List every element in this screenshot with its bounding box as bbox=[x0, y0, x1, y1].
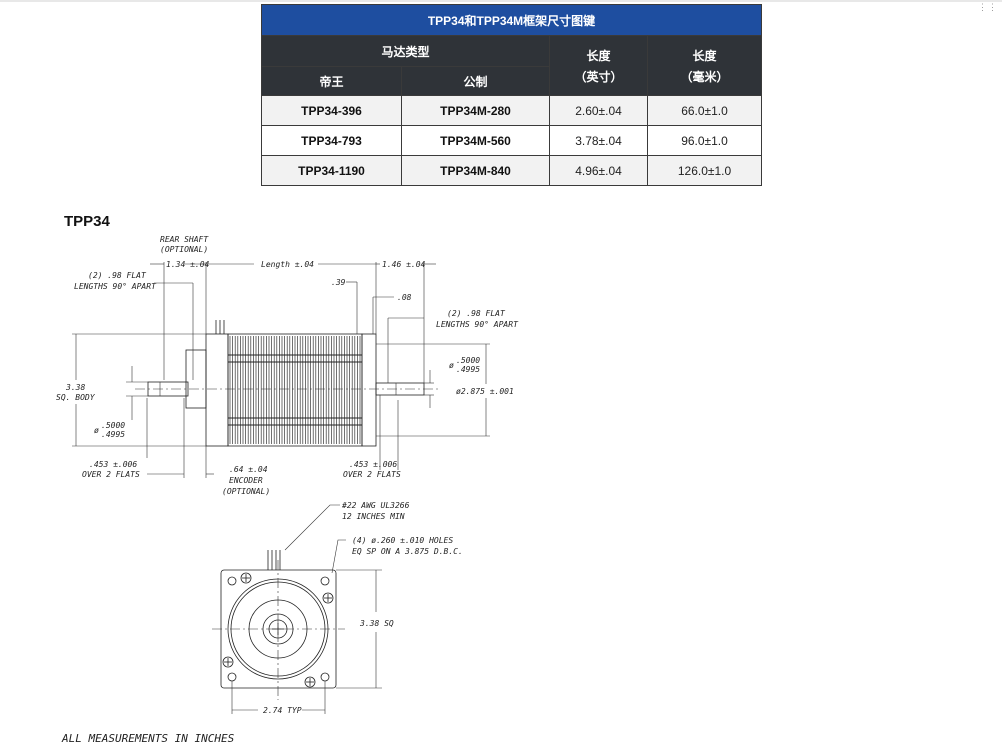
more-icon[interactable]: ⋮⋮ bbox=[978, 2, 998, 12]
front-labels: #22 AWG UL3266 12 INCHES MIN (4) ø.260 ±… bbox=[263, 501, 463, 715]
length-mm-unit: （毫米） bbox=[680, 69, 729, 84]
rear-end-cap bbox=[205, 333, 229, 447]
cooling-fins bbox=[228, 336, 362, 444]
imperial-cell: TPP34-396 bbox=[261, 95, 402, 126]
shaft-dia-left-max: .5000 bbox=[101, 421, 125, 430]
table-row: TPP34-1190 TPP34M-840 4.96±.04 126.0±1.0 bbox=[261, 155, 762, 186]
screw-icon bbox=[304, 676, 316, 688]
flats-right-line2: OVER 2 FLATS bbox=[343, 470, 401, 479]
metric-cell: TPP34M-560 bbox=[401, 125, 550, 156]
top-border bbox=[0, 0, 1002, 2]
side-labels: REAR SHAFT (OPTIONAL) 1.34 ±.04 Length ±… bbox=[56, 235, 519, 496]
length-inch-unit: （英寸） bbox=[574, 69, 623, 84]
imperial-cell: TPP34-1190 bbox=[261, 155, 402, 186]
inch-cell: 4.96±.04 bbox=[549, 155, 648, 186]
length-mm-label: 长度 bbox=[692, 48, 717, 63]
mounting-hole bbox=[320, 672, 330, 682]
dim-08-label: .08 bbox=[397, 293, 412, 302]
flat-left-line1: (2) .98 FLAT bbox=[88, 271, 147, 280]
encoder-optional: (OPTIONAL) bbox=[222, 487, 270, 496]
holes-line2: EQ SP ON A 3.875 D.B.C. bbox=[352, 547, 463, 556]
flats-left-line2: OVER 2 FLATS bbox=[82, 470, 140, 479]
screw-icon bbox=[240, 572, 252, 584]
flat-right-line1: (2) .98 FLAT bbox=[447, 309, 506, 318]
body-size-line1: 3.38 bbox=[65, 383, 85, 392]
mounting-hole bbox=[227, 672, 237, 682]
footer-note: ALL MEASUREMENTS IN INCHES bbox=[62, 732, 235, 745]
flats-right-line1: .453 ±.006 bbox=[349, 460, 397, 469]
shaft-dia-left-min: .4995 bbox=[101, 430, 125, 439]
wire-gauge-line2: 12 INCHES MIN bbox=[342, 512, 405, 521]
shaft-dia-right-max: .5000 bbox=[456, 356, 480, 365]
flat-left-line2: LENGTHS 90° APART bbox=[74, 282, 157, 291]
rear-shaft-optional: (OPTIONAL) bbox=[160, 245, 208, 254]
metric-header: 公制 bbox=[401, 66, 550, 96]
frame-dimension-table: TPP34和TPP34M框架尺寸图键 马达类型 长度 （英寸） 长度 （毫米） … bbox=[261, 4, 762, 186]
front-length-label: 1.46 ±.04 bbox=[382, 260, 426, 269]
screw-icon bbox=[222, 656, 234, 668]
shaft-dia-right-min: .4995 bbox=[456, 365, 480, 374]
length-mm-header: 长度 （毫米） bbox=[647, 35, 762, 96]
rear-length-label: 1.34 ±.04 bbox=[166, 260, 210, 269]
typ-label: 2.74 TYP bbox=[263, 706, 302, 715]
pilot-dia-label: ø2.875 ±.001 bbox=[456, 387, 514, 396]
front-dimensions bbox=[231, 504, 382, 714]
square-size-label: 3.38 SQ bbox=[359, 619, 394, 628]
motor-side-view bbox=[135, 320, 438, 447]
flats-left-line1: .453 ±.006 bbox=[89, 460, 137, 469]
body-size-line2: SQ. BODY bbox=[56, 393, 96, 402]
inch-cell: 2.60±.04 bbox=[549, 95, 648, 126]
length-inch-header: 长度 （英寸） bbox=[549, 35, 648, 96]
encoder-length-label: .64 ±.04 bbox=[229, 465, 268, 474]
metric-cell: TPP34M-280 bbox=[401, 95, 550, 126]
screw-icon bbox=[322, 592, 334, 604]
mm-cell: 126.0±1.0 bbox=[647, 155, 762, 186]
wire-gauge-line1: #22 AWG UL3266 bbox=[341, 501, 410, 510]
flat-right-line2: LENGTHS 90° APART bbox=[436, 320, 519, 329]
table-row: TPP34-396 TPP34M-280 2.60±.04 66.0±1.0 bbox=[261, 95, 762, 126]
mounting-hole bbox=[320, 576, 330, 586]
motor-front-view bbox=[212, 550, 345, 700]
length-label: Length ±.04 bbox=[261, 260, 314, 269]
encoder-label: ENCODER bbox=[229, 476, 263, 485]
imperial-header: 帝王 bbox=[261, 66, 402, 96]
dim-39-label: .39 bbox=[331, 278, 346, 287]
section-title: TPP34 bbox=[64, 213, 110, 230]
encoder-housing bbox=[185, 349, 207, 409]
mm-cell: 96.0±1.0 bbox=[647, 125, 762, 156]
front-end-cap bbox=[361, 333, 377, 447]
holes-line1: (4) ø.260 ±.010 HOLES bbox=[352, 536, 453, 545]
inch-cell: 3.78±.04 bbox=[549, 125, 648, 156]
side-dimensions bbox=[72, 262, 490, 478]
mounting-hole bbox=[227, 576, 237, 586]
metric-cell: TPP34M-840 bbox=[401, 155, 550, 186]
shaft-dia-symbol-left: ø bbox=[94, 426, 99, 435]
rear-shaft-label: REAR SHAFT bbox=[160, 235, 209, 244]
length-inch-label: 长度 bbox=[586, 48, 611, 63]
shaft-dia-symbol-right: ø bbox=[449, 361, 454, 370]
